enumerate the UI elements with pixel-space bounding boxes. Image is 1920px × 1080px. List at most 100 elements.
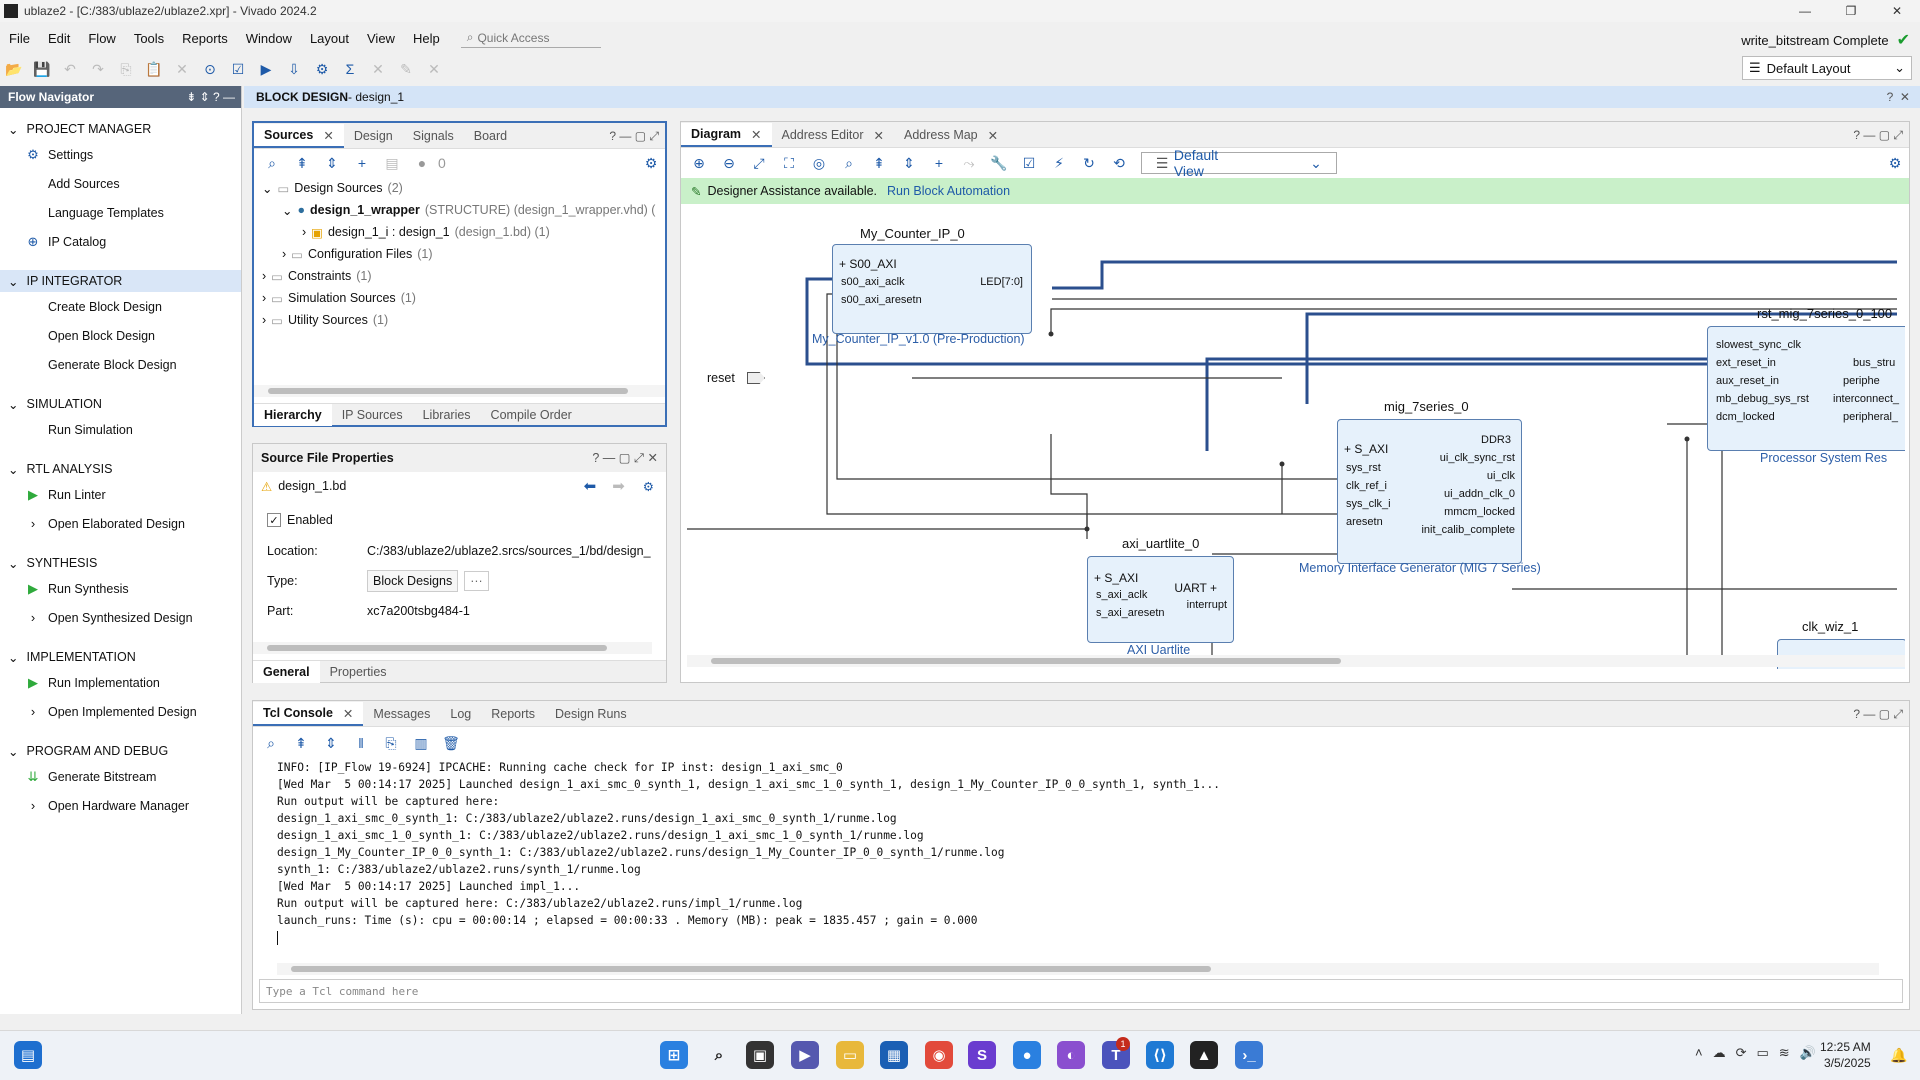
expand-all-icon[interactable]: ⇕ (317, 731, 345, 755)
menu-reports[interactable]: Reports (173, 31, 237, 46)
tab-board[interactable]: Board (464, 124, 517, 148)
zoom-in-icon[interactable]: ⊕ (685, 151, 713, 175)
tool-c-icon[interactable]: ✕ (420, 57, 448, 81)
powershell-icon[interactable]: ›_ (1235, 1041, 1263, 1069)
section-synthesis[interactable]: ⌄SYNTHESIS (0, 552, 241, 574)
tree-utility-sources[interactable]: ›▭Utility Sources(1) (262, 309, 665, 331)
nav-ip-catalog[interactable]: ⊕IP Catalog (0, 227, 241, 256)
diagram-hscroll[interactable] (687, 655, 1905, 667)
quick-access-input[interactable]: ⌕Quick Access (461, 28, 601, 48)
counter-ip-block[interactable]: + S00_AXI s00_axi_aclk s00_axi_aresetn L… (832, 244, 1032, 334)
connect-icon[interactable]: ⤳ (955, 151, 983, 175)
notification-bell-icon[interactable]: 🔔 (1890, 1047, 1907, 1064)
tree-constraints[interactable]: ›▭Constraints(1) (262, 265, 665, 287)
enabled-checkbox[interactable]: ✓ (267, 513, 281, 527)
file-explorer-icon[interactable]: ▭ (836, 1041, 864, 1069)
tab-log[interactable]: Log (440, 702, 481, 726)
columns-icon[interactable]: ▥ (407, 731, 435, 755)
section-ip-integrator[interactable]: ⌄IP INTEGRATOR (0, 270, 241, 292)
nav-run-synthesis[interactable]: ▶Run Synthesis (0, 574, 241, 603)
run-block-automation-link[interactable]: Run Block Automation (887, 184, 1010, 198)
app-s-icon[interactable]: S (968, 1041, 996, 1069)
close-icon[interactable]: ✕ (874, 128, 884, 143)
tab-design-runs[interactable]: Design Runs (545, 702, 637, 726)
add-icon[interactable]: + (348, 151, 376, 175)
add-ip-icon[interactable]: + (925, 151, 953, 175)
search-icon[interactable]: ⌕ (258, 151, 286, 175)
panel-window-controls[interactable]: ? — ▢ ⤢ ✕ (592, 450, 658, 466)
undo-icon[interactable]: ↶ (56, 57, 84, 81)
menu-view[interactable]: View (358, 31, 404, 46)
zoom-fit-icon[interactable]: ⤢ (745, 151, 773, 175)
maximize-button[interactable]: ❐ (1828, 0, 1874, 22)
nav-open-block-design[interactable]: Open Block Design (0, 321, 241, 350)
nav-generate-bitstream[interactable]: ⇊Generate Bitstream (0, 762, 241, 791)
sources-hscroll[interactable] (254, 385, 665, 397)
nav-language-templates[interactable]: Language Templates (0, 198, 241, 227)
autoconnect-icon[interactable]: ⚡ (1045, 151, 1073, 175)
expand-icon[interactable]: ⇕ (895, 151, 923, 175)
tree-config-files[interactable]: ›▭Configuration Files(1) (262, 243, 665, 265)
zoom-out-icon[interactable]: ⊖ (715, 151, 743, 175)
expand-all-icon[interactable]: ⇕ (318, 151, 346, 175)
nav-settings[interactable]: ⚙Settings (0, 140, 241, 169)
open-icon[interactable]: 📂 (0, 57, 28, 81)
rst-ip-block[interactable]: slowest_sync_clk ext_reset_in aux_reset_… (1707, 326, 1905, 451)
system-tray[interactable]: ˄☁⟳▭≋🔊 (1695, 1045, 1816, 1061)
mig-ip-block[interactable]: + S_AXI sys_rst clk_ref_i sys_clk_i ares… (1337, 419, 1522, 564)
tab-tcl-console[interactable]: Tcl Console✕ (253, 702, 363, 726)
help-close-icons[interactable]: ? ✕ (1887, 90, 1910, 104)
gear-icon[interactable]: ⚙ (637, 151, 665, 175)
clock[interactable]: 12:25 AM3/5/2025 (1820, 1039, 1871, 1071)
redo-icon[interactable]: ↷ (84, 57, 112, 81)
tab-design[interactable]: Design (344, 124, 403, 148)
back-arrow-icon[interactable]: ⬅ (584, 477, 597, 495)
nav-open-elaborated-design[interactable]: ›Open Elaborated Design (0, 509, 241, 538)
menu-edit[interactable]: Edit (39, 31, 79, 46)
gear-icon[interactable]: ⚙ (1881, 151, 1909, 175)
menu-layout[interactable]: Layout (301, 31, 358, 46)
nav-run-implementation[interactable]: ▶Run Implementation (0, 668, 241, 697)
close-button[interactable]: ✕ (1874, 0, 1920, 22)
tree-wrapper[interactable]: ⌄●design_1_wrapper(STRUCTURE) (design_1_… (262, 199, 665, 221)
delete-icon[interactable]: ✕ (168, 57, 196, 81)
save-icon[interactable]: 💾 (28, 57, 56, 81)
nav-add-sources[interactable]: Add Sources (0, 169, 241, 198)
nav-run-linter[interactable]: ▶Run Linter (0, 480, 241, 509)
widgets-icon[interactable]: ▤ (14, 1041, 42, 1069)
tab-messages[interactable]: Messages (363, 702, 440, 726)
vscode-icon[interactable]: ⟨⟩ (1146, 1041, 1174, 1069)
layout-select[interactable]: ☰ Default Layout ⌄ (1742, 56, 1912, 80)
nav-run-simulation[interactable]: Run Simulation (0, 415, 241, 444)
console-hscroll[interactable] (277, 963, 1879, 975)
close-icon[interactable]: ✕ (988, 128, 998, 143)
section-rtl-analysis[interactable]: ⌄RTL ANALYSIS (0, 458, 241, 480)
app-violet-icon[interactable]: ◐ (1057, 1041, 1085, 1069)
panel-window-controls[interactable]: ? — ▢ ⤢ (609, 124, 659, 148)
forward-arrow-icon[interactable]: ➡ (612, 477, 625, 495)
run-icon[interactable]: ▶ (252, 57, 280, 81)
tab-properties[interactable]: Properties (320, 661, 397, 683)
tab-signals[interactable]: Signals (403, 124, 464, 148)
section-implementation[interactable]: ⌄IMPLEMENTATION (0, 646, 241, 668)
sigma-icon[interactable]: Σ (336, 57, 364, 81)
close-icon[interactable]: ✕ (323, 128, 333, 143)
uart-ip-block[interactable]: + S_AXI s_axi_aclk s_axi_aresetn UART + … (1087, 556, 1234, 643)
tab-sources[interactable]: Sources✕ (254, 124, 344, 148)
tree-design-sources[interactable]: ⌄▭Design Sources(2) (262, 177, 665, 199)
regenerate-icon[interactable]: ⟲ (1105, 151, 1133, 175)
gear-icon[interactable]: ⚙ (643, 479, 654, 494)
sfp-hscroll[interactable] (253, 642, 652, 654)
minimize-button[interactable]: — (1782, 0, 1828, 22)
wrench-icon[interactable]: 🔧 (985, 151, 1013, 175)
copy-icon[interactable]: ⎘ (377, 731, 405, 755)
close-icon[interactable]: ✕ (343, 706, 353, 721)
search-icon[interactable]: ⌕ (705, 1041, 733, 1069)
section-simulation[interactable]: ⌄SIMULATION (0, 393, 241, 415)
search-icon[interactable]: ⌕ (257, 731, 285, 755)
tree-simulation-sources[interactable]: ›▭Simulation Sources(1) (262, 287, 665, 309)
section-program-and-debug[interactable]: ⌄PROGRAM AND DEBUG (0, 740, 241, 762)
refresh-icon[interactable]: ↻ (1075, 151, 1103, 175)
task-view-icon[interactable]: ▣ (746, 1041, 774, 1069)
search-icon[interactable]: ⌕ (835, 151, 863, 175)
